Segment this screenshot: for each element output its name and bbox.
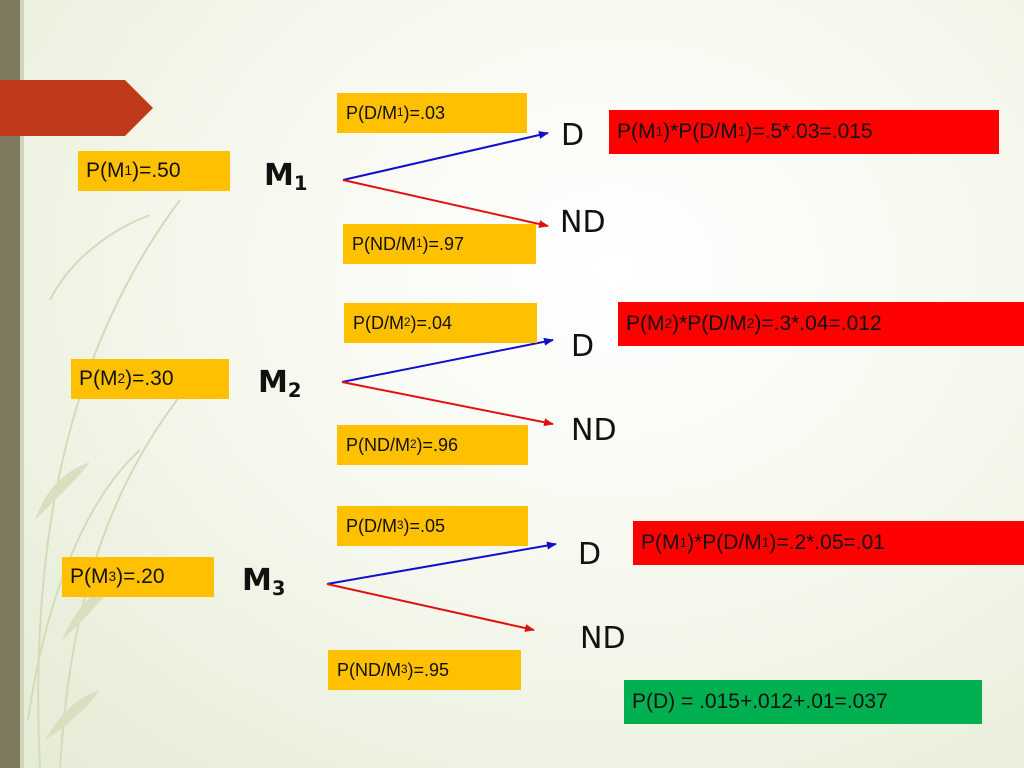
outcome-nd-2: ND xyxy=(571,413,617,448)
branch-1-nd-arrow xyxy=(342,179,549,228)
outcome-d-2: D xyxy=(571,329,595,364)
slide-side-bar-highlight xyxy=(20,0,24,768)
total-probability-d: P(D) = .015+.012+.01=.037 xyxy=(624,680,982,724)
node-m1: M1 xyxy=(264,158,308,195)
outcome-d-1: D xyxy=(561,118,585,153)
branch-3-nd-arrow xyxy=(326,583,535,632)
outcome-d-3: D xyxy=(578,537,602,572)
outcome-nd-3: ND xyxy=(580,621,626,656)
slide-side-bar xyxy=(0,0,20,768)
branch-2-d-arrow xyxy=(341,337,554,383)
branch-3-d-arrow xyxy=(326,541,557,585)
branch-1-d-arrow xyxy=(342,131,549,181)
branch-2-nd-arrow xyxy=(341,381,554,427)
title-accent-arrow xyxy=(0,80,153,136)
node-m2: M2 xyxy=(258,365,302,402)
outcome-nd-1: ND xyxy=(560,205,606,240)
node-m3: M3 xyxy=(242,563,286,600)
